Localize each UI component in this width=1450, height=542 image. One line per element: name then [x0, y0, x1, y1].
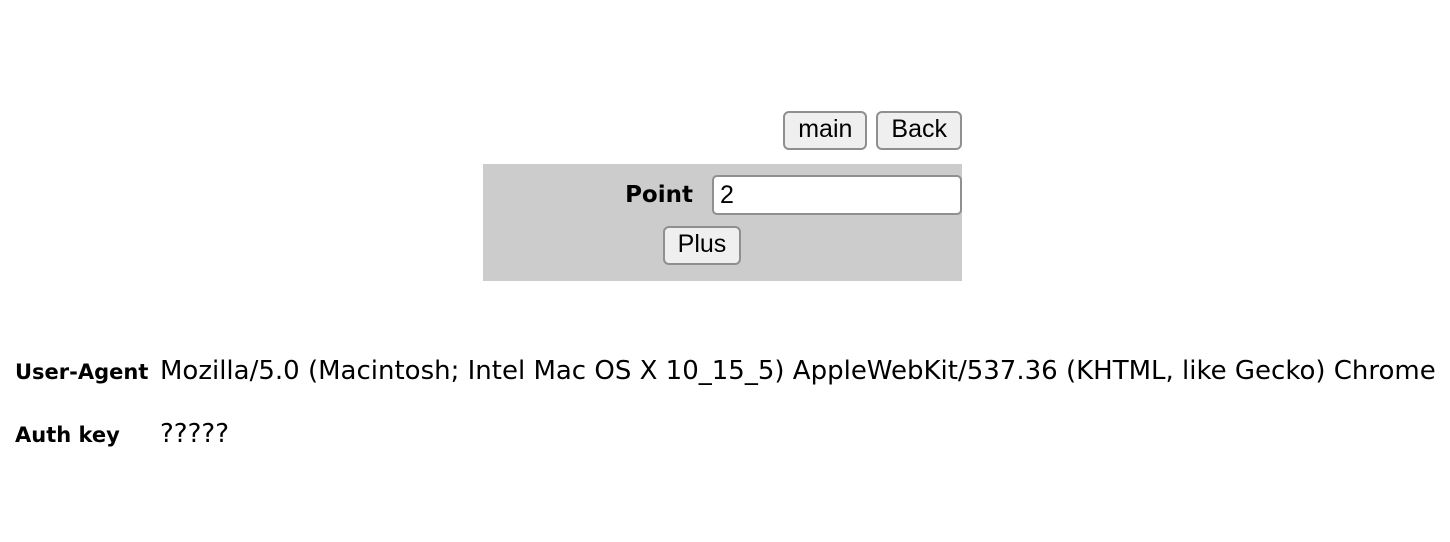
point-panel: Point Plus [483, 164, 962, 281]
info-row-user-agent: User-Agent Mozilla/5.0 (Macintosh; Intel… [15, 358, 1450, 421]
auth-key-value: ????? [160, 419, 229, 449]
plus-button-row: Plus [483, 226, 962, 265]
point-form: main Back Point Plus [483, 111, 962, 281]
point-label: Point [625, 181, 693, 208]
user-agent-value: Mozilla/5.0 (Macintosh; Intel Mac OS X 1… [160, 356, 1436, 386]
user-agent-label: User-Agent [15, 360, 149, 384]
request-info-list: User-Agent Mozilla/5.0 (Macintosh; Intel… [15, 358, 1450, 484]
main-button[interactable]: main [783, 111, 868, 150]
point-input[interactable] [712, 175, 962, 215]
info-row-auth-key: Auth key ????? [15, 421, 1450, 484]
top-navigation-buttons: main Back [483, 111, 962, 150]
point-field-row: Point [483, 164, 962, 226]
back-button[interactable]: Back [876, 111, 962, 150]
auth-key-label: Auth key [15, 423, 120, 447]
plus-button[interactable]: Plus [662, 226, 742, 265]
